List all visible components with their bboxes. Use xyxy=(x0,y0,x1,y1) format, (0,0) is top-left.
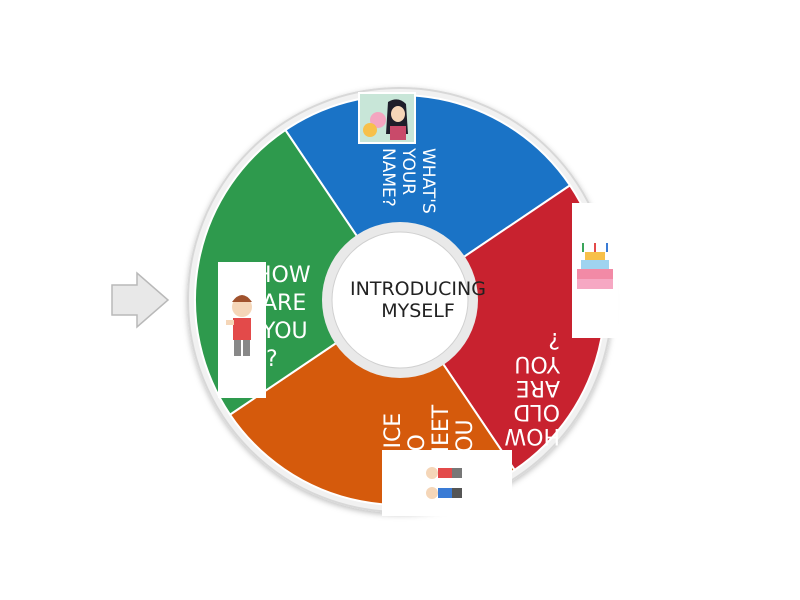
segment-label-line: ARE xyxy=(262,291,306,316)
segment-label-line: MEET xyxy=(429,404,454,465)
birthday-cake-image xyxy=(572,203,618,338)
segment-label-line: YOU xyxy=(261,319,308,344)
segment-label-line: ARE xyxy=(516,375,560,400)
center-title-line-2: MYSELF xyxy=(381,300,455,322)
segment-label-line: HOW xyxy=(504,423,560,448)
segment-label-line: OLD xyxy=(513,399,560,424)
segment-label-line: ? xyxy=(548,327,560,352)
segment-blue-wedge[interactable] xyxy=(283,94,572,302)
segment-label-line: NAME? xyxy=(378,148,398,207)
pointer-arrow-icon xyxy=(111,271,170,329)
segment-whats-your-name: WHAT'S YOUR NAME? xyxy=(358,92,438,214)
arrow-right-icon xyxy=(111,271,170,329)
girl-portrait-image xyxy=(358,92,416,144)
segment-label-line: HOW xyxy=(255,263,311,288)
segment-how-are-you: HOW ARE YOU ? xyxy=(218,262,311,398)
segment-how-old-are-you: HOW OLD ARE YOU ? xyxy=(504,203,618,448)
segment-nice-to-meet-you: NICE TO MEET YOU xyxy=(381,404,512,516)
segment-label-line: WHAT'S xyxy=(418,148,438,214)
segment-label-line: YOU xyxy=(514,351,561,376)
center-title-line-1: INTRODUCING xyxy=(350,278,486,300)
segment-label-line: NICE xyxy=(381,413,406,465)
boy-thumbs-up-image xyxy=(218,262,266,398)
segment-label-line: YOUR xyxy=(398,147,418,195)
segment-label-line: ? xyxy=(266,347,278,372)
segment-label-line: TO xyxy=(405,434,430,466)
two-children-greeting-image xyxy=(382,450,512,516)
hub[interactable] xyxy=(331,231,469,369)
segment-label-line: YOU xyxy=(453,419,478,466)
